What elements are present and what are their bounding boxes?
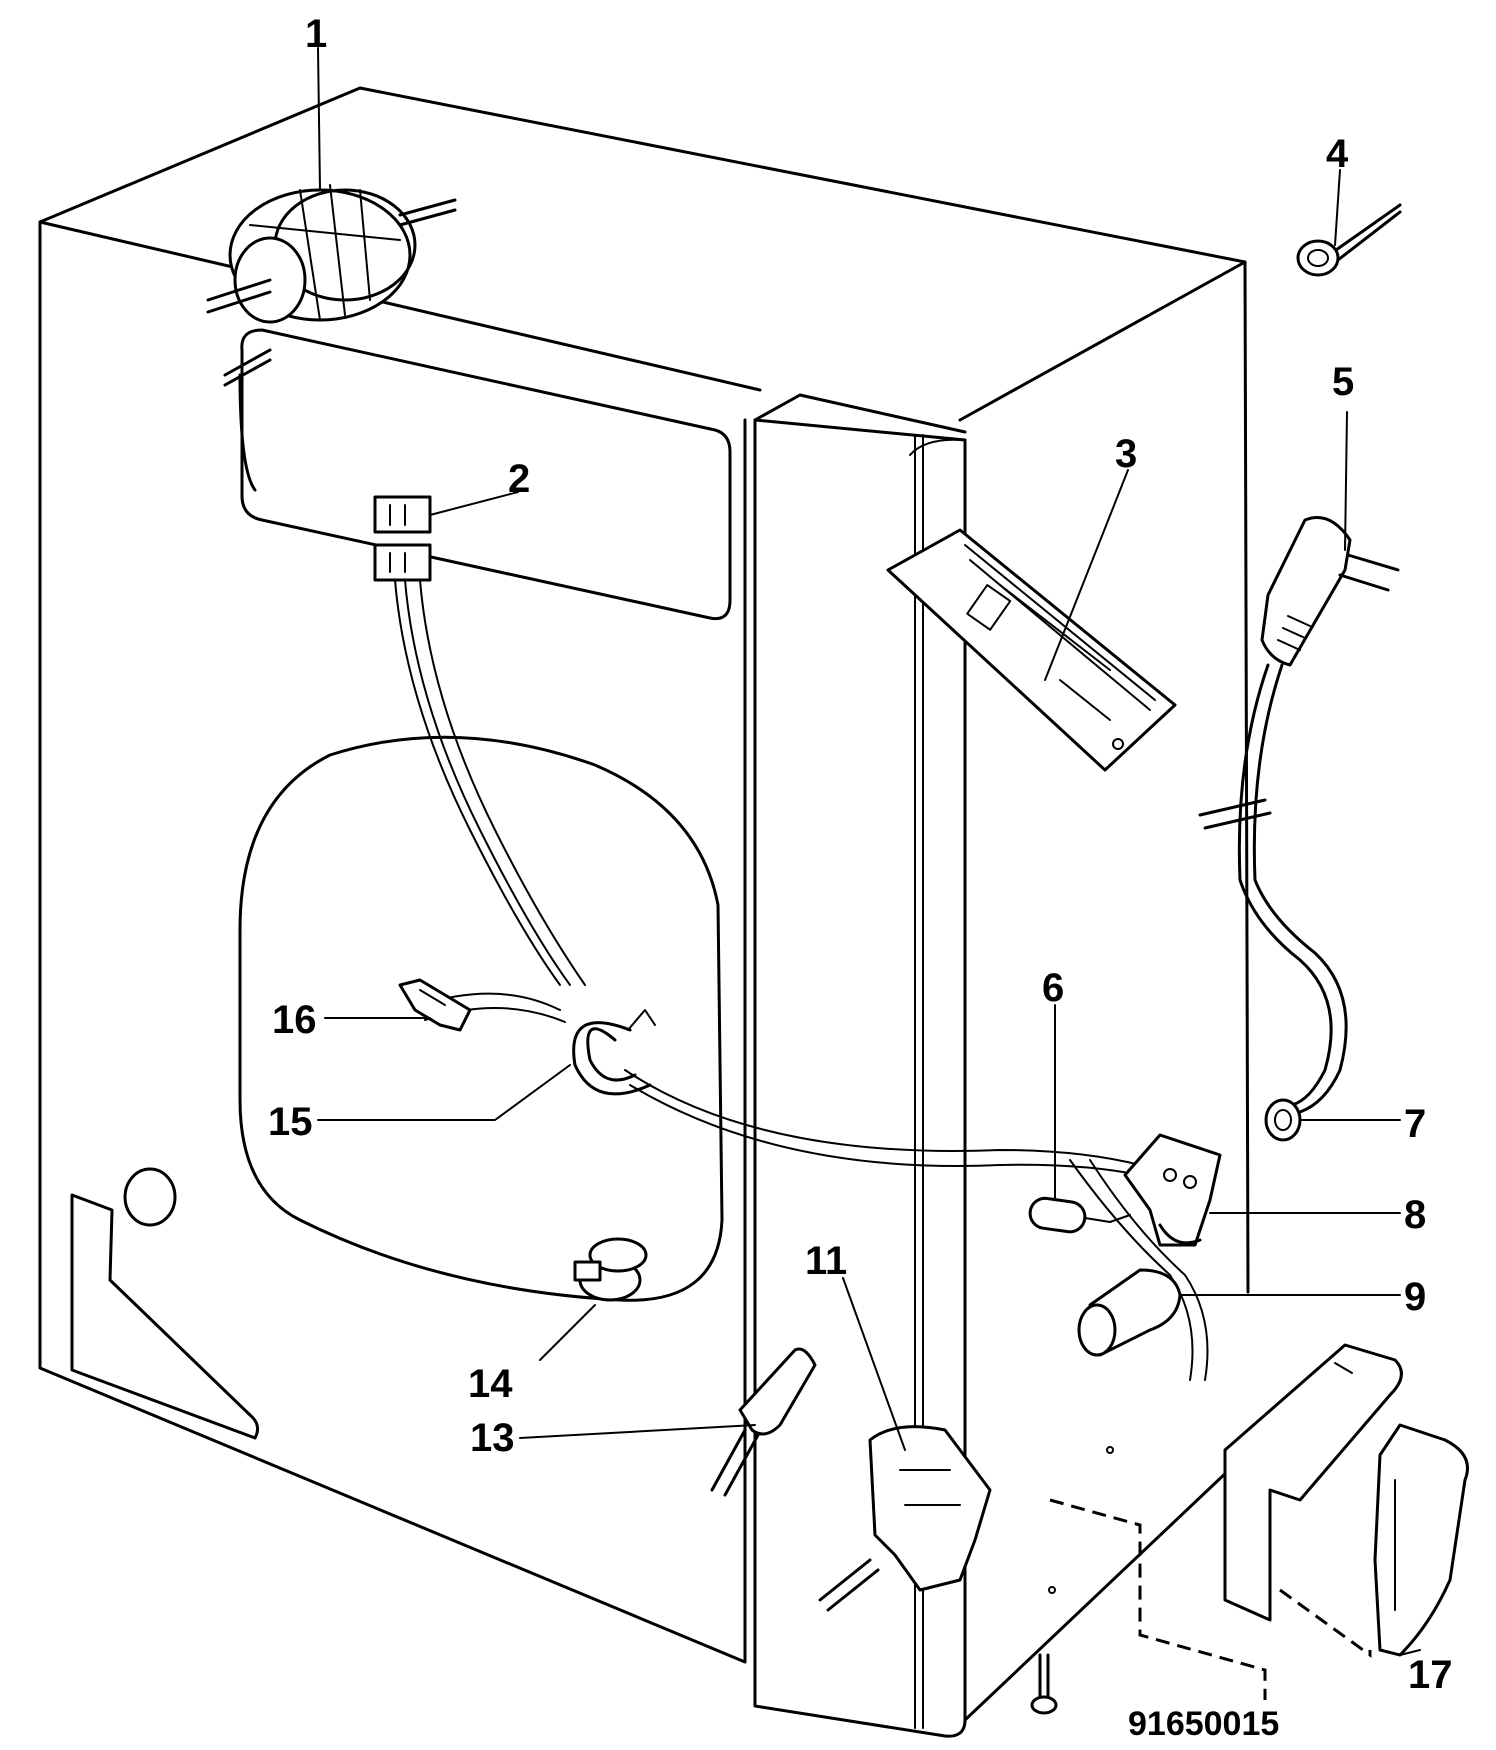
cable-tie — [1296, 203, 1402, 277]
capacitor — [1077, 1268, 1182, 1357]
callout-17: 17 — [1408, 1653, 1453, 1697]
callout-4: 4 — [1326, 132, 1349, 176]
callout-9: 9 — [1404, 1275, 1426, 1319]
callout-11: 11 — [805, 1239, 847, 1283]
screw — [1030, 1446, 1114, 1715]
callout-8: 8 — [1404, 1193, 1426, 1237]
circuit-board — [886, 528, 1177, 772]
terminal-block — [1123, 1133, 1222, 1247]
cabinet-body — [38, 86, 1250, 1738]
wiring-harness — [394, 579, 1209, 1381]
cover-bracket — [1223, 1343, 1469, 1657]
thermal-fuse — [398, 978, 472, 1032]
top-panel-opening — [240, 328, 732, 621]
clamp-ring — [572, 1009, 656, 1096]
callout-leaders — [317, 47, 1421, 1656]
callout-6: 6 — [1042, 966, 1064, 1010]
connector-block — [373, 495, 432, 582]
callout-13: 13 — [470, 1416, 515, 1460]
callout-2: 2 — [508, 457, 530, 501]
assembly-guide-lines — [1049, 1498, 1372, 1700]
thermostat — [573, 1237, 648, 1302]
callout-7: 7 — [1404, 1102, 1426, 1146]
document-id: 91650015 — [1128, 1705, 1279, 1743]
pilot-lamp — [1028, 1196, 1131, 1234]
callout-1: 1 — [305, 12, 327, 56]
door-switch — [710, 1347, 817, 1497]
callout-5: 5 — [1332, 360, 1354, 404]
callout-14: 14 — [468, 1362, 513, 1406]
grommet — [1264, 1098, 1302, 1142]
callout-15: 15 — [268, 1100, 313, 1144]
callout-3: 3 — [1115, 432, 1137, 476]
power-cord — [1198, 516, 1400, 1114]
door-lock — [818, 1425, 992, 1612]
base-vent — [70, 1167, 260, 1440]
callout-16: 16 — [272, 998, 317, 1042]
